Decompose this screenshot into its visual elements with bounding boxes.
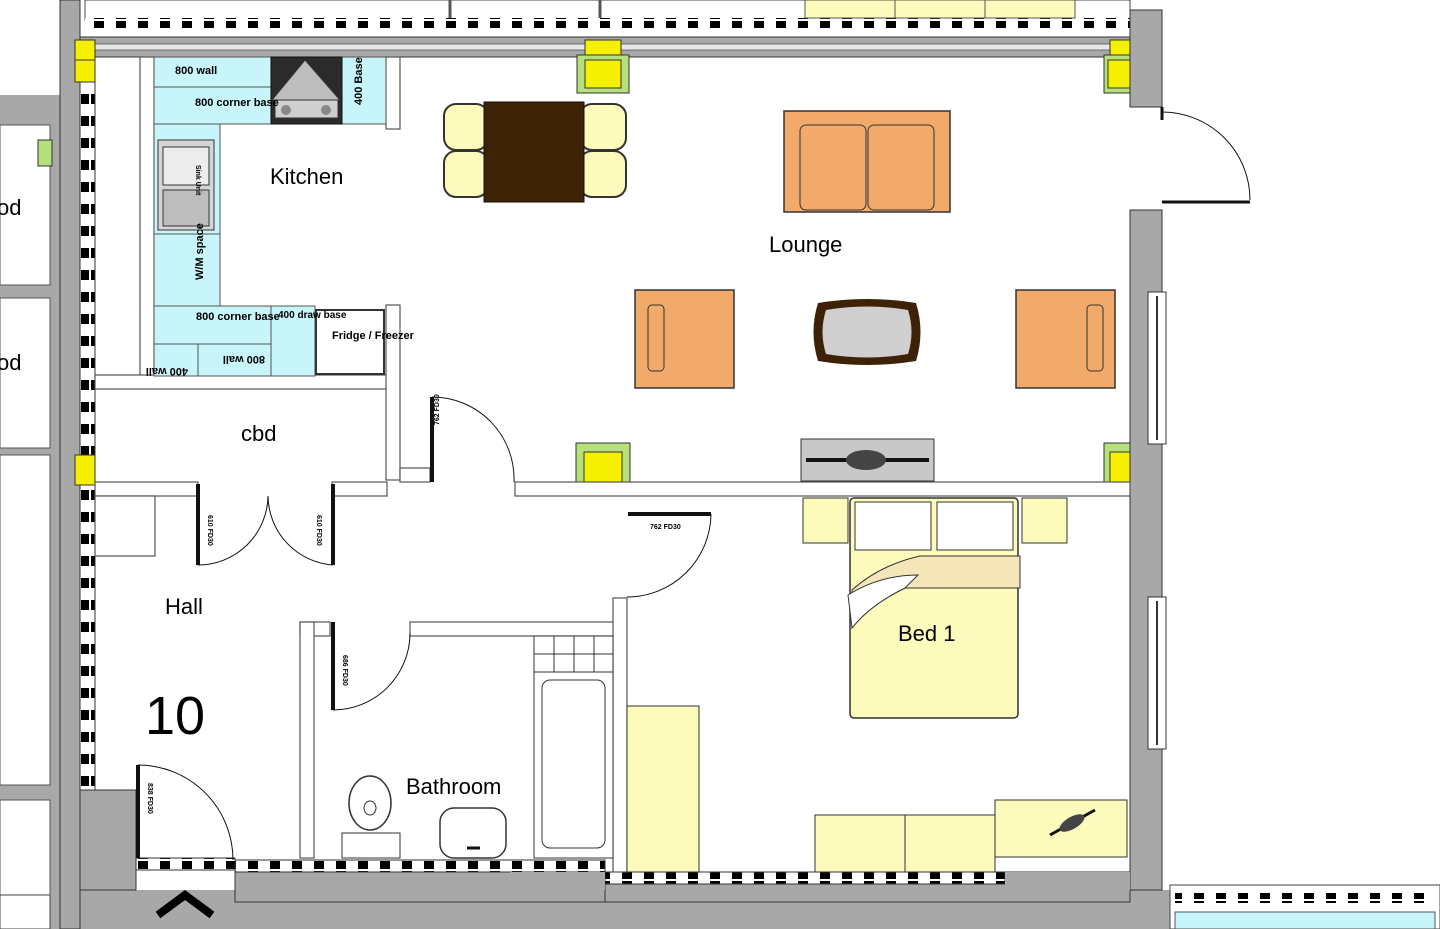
tv-unit [800, 438, 935, 482]
door-tag-cbd-right: 610 FD30 [315, 515, 322, 546]
neighbour-cbd-label-lower: od [0, 350, 21, 375]
door-tag-entrance: 838 FD30 [146, 783, 153, 814]
label-wm-space: W/M space [194, 223, 206, 280]
hob-extractor [270, 56, 343, 125]
neighbour-cbd-label-upper: od [0, 195, 21, 220]
door-tag-cbd-left: 610 FD30 [206, 515, 213, 546]
internal-walls [94, 56, 1131, 873]
room-label-kitchen: Kitchen [270, 164, 343, 189]
wc [341, 775, 401, 859]
dining-set [443, 101, 627, 203]
label-corner-base-top: 800 corner base [195, 97, 279, 109]
label-800-wall-top: 800 wall [175, 65, 217, 77]
sofa [783, 110, 951, 213]
column-mid-right [1103, 442, 1131, 496]
label-800-wall-bottom: 800 wall [223, 353, 265, 365]
label-400-draw-base: 400 draw base [278, 310, 347, 321]
kitchen: Sink Unit [153, 56, 387, 377]
washbasin [439, 807, 507, 859]
wardrobe [626, 705, 1128, 873]
armchair-right [1015, 289, 1116, 389]
column-top-mid [576, 54, 630, 94]
room-label-cbd: cbd [241, 421, 276, 446]
sink-unit [157, 139, 215, 231]
door-tag-bed: 762 FD30 [650, 524, 681, 531]
bed [802, 497, 1068, 719]
armchair-left [634, 289, 735, 389]
column-top-right [1103, 54, 1131, 94]
doors [136, 107, 1251, 861]
door-tag-bath: 686 FD30 [341, 655, 348, 686]
unit-number: 10 [145, 686, 205, 746]
room-label-bathroom: Bathroom [406, 774, 501, 799]
sink-label: Sink Unit [194, 165, 201, 196]
coffee-table [813, 299, 921, 365]
bath [533, 635, 614, 859]
door-tag-lounge: 762 FD30 [434, 394, 441, 425]
neighbour-left [0, 95, 60, 929]
label-400-wall: 400 wall [146, 365, 188, 377]
room-label-lounge: Lounge [769, 232, 842, 257]
label-fridge-freezer: Fridge / Freezer [332, 330, 415, 342]
room-label-bed1: Bed 1 [898, 621, 956, 646]
neighbour-top [84, 0, 1131, 28]
label-400-base: 400 Base [353, 57, 365, 105]
label-corner-base-bottom: 800 corner base [196, 311, 280, 323]
room-label-hall: Hall [165, 594, 203, 619]
entrance-arrow-icon [155, 890, 215, 919]
